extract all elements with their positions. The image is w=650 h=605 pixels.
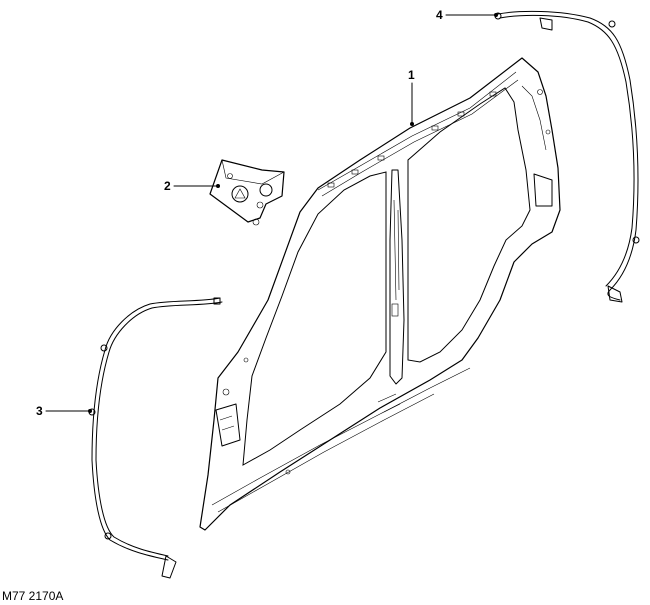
body-side-panel — [199, 57, 561, 531]
callout-3: 3 — [36, 404, 43, 418]
callout-1: 1 — [408, 68, 415, 82]
callout-4: 4 — [436, 8, 443, 22]
bracket-part — [209, 159, 285, 226]
figure-reference-code: M77 2170A — [2, 589, 63, 603]
front-door-seal — [88, 297, 223, 579]
callout-2: 2 — [164, 179, 171, 193]
leader-lines — [45, 13, 498, 413]
